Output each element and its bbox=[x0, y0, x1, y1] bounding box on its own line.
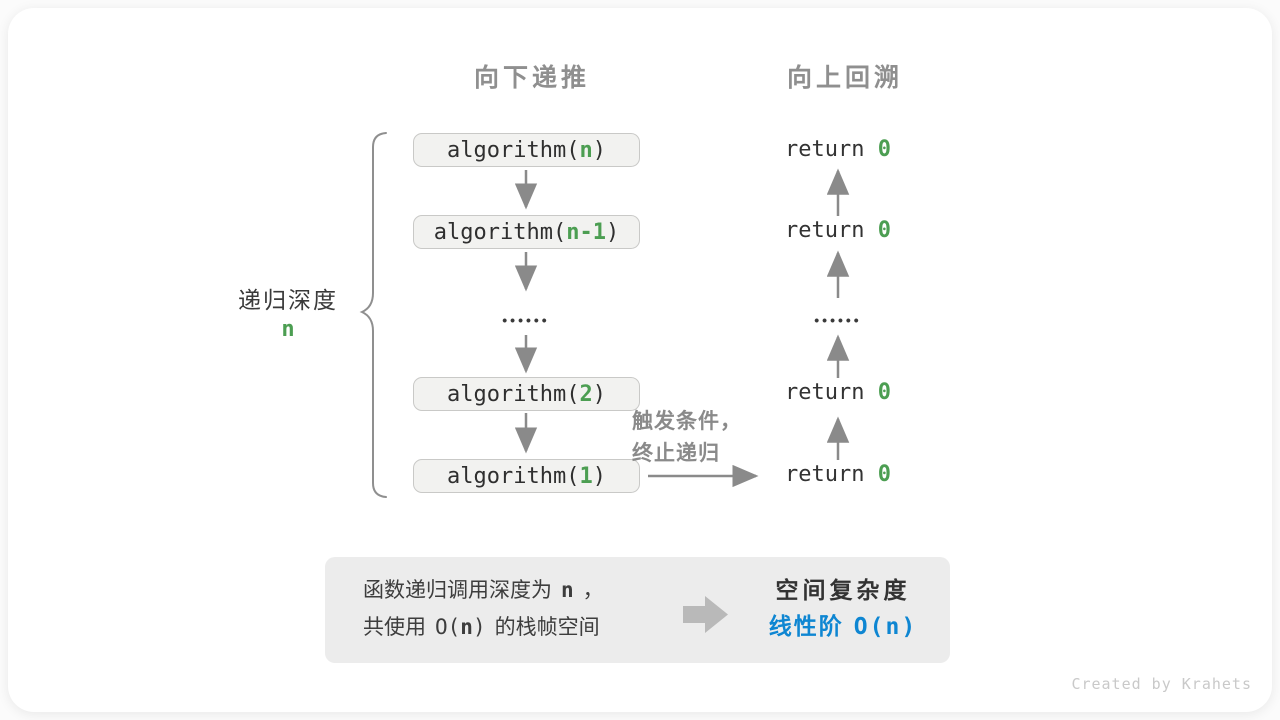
return-row: return 0 bbox=[738, 137, 938, 162]
call-arg: 1 bbox=[579, 463, 593, 489]
big-o-text: O( bbox=[435, 615, 461, 639]
complexity-big-o: O(n) bbox=[853, 614, 918, 640]
summary-var: n bbox=[460, 615, 473, 639]
depth-brace-icon bbox=[359, 132, 387, 498]
termination-note: 触发条件， 终止递归 bbox=[632, 406, 782, 470]
call-arg: n-1 bbox=[566, 219, 606, 245]
return-value: 0 bbox=[877, 380, 891, 405]
call-text: ) bbox=[592, 381, 606, 407]
call-text: algorithm( bbox=[433, 219, 567, 245]
return-text: return bbox=[785, 137, 878, 162]
complexity-title: 空间复杂度 bbox=[775, 577, 911, 603]
credit-text: Created by Krahets bbox=[1071, 675, 1252, 693]
depth-variable: n bbox=[281, 317, 295, 342]
column-header-backtrack: 向上回溯 bbox=[786, 64, 903, 92]
summary-text: 函数递归调用深度为 bbox=[363, 579, 552, 602]
call-text: ) bbox=[605, 219, 620, 245]
column-header-recurse: 向下递推 bbox=[473, 64, 590, 92]
call-box-1: algorithm(1) bbox=[413, 459, 640, 493]
complexity-result: 空间复杂度 线性阶 O(n) bbox=[743, 572, 943, 645]
summary-panel bbox=[325, 557, 950, 663]
call-box-n-1: algorithm(n-1) bbox=[413, 215, 640, 249]
return-value: 0 bbox=[877, 137, 891, 162]
summary-text: 的栈帧空间 bbox=[494, 616, 600, 639]
return-text: return bbox=[785, 462, 878, 487]
result-arrow-icon bbox=[683, 596, 728, 633]
return-row: return 0 bbox=[738, 462, 938, 487]
call-text: algorithm( bbox=[447, 381, 580, 407]
call-arg: n bbox=[579, 137, 593, 163]
summary-text: 共使用 bbox=[363, 616, 426, 639]
summary-statement-line2: 共使用 O(n) 的栈帧空间 bbox=[363, 609, 693, 646]
return-text: return bbox=[785, 380, 878, 405]
return-row: return 0 bbox=[738, 218, 938, 243]
depth-label: 递归深度 bbox=[238, 287, 338, 313]
termination-note-line1: 触发条件， bbox=[632, 410, 742, 433]
left-ellipsis-dots: •••••• bbox=[502, 312, 550, 328]
termination-note-line2: 终止递归 bbox=[632, 442, 720, 465]
call-arg: 2 bbox=[579, 381, 593, 407]
call-text: ) bbox=[592, 463, 606, 489]
summary-var: n bbox=[561, 578, 574, 602]
return-text: return bbox=[785, 218, 878, 243]
return-value: 0 bbox=[877, 218, 891, 243]
summary-text: ， bbox=[582, 579, 604, 602]
return-row: return 0 bbox=[738, 380, 938, 405]
summary-statement-line1: 函数递归调用深度为 n ， bbox=[363, 572, 693, 609]
call-text: algorithm( bbox=[447, 463, 580, 489]
call-box-n: algorithm(n) bbox=[413, 133, 640, 167]
big-o-text: ) bbox=[472, 615, 486, 639]
call-text: algorithm( bbox=[447, 137, 580, 163]
call-box-2: algorithm(2) bbox=[413, 377, 640, 411]
complexity-value: 线性阶 O(n) bbox=[743, 608, 943, 645]
return-value: 0 bbox=[877, 462, 891, 487]
right-ellipsis-dots: •••••• bbox=[814, 312, 862, 328]
complexity-order-label: 线性阶 bbox=[768, 613, 844, 639]
call-text: ) bbox=[592, 137, 606, 163]
